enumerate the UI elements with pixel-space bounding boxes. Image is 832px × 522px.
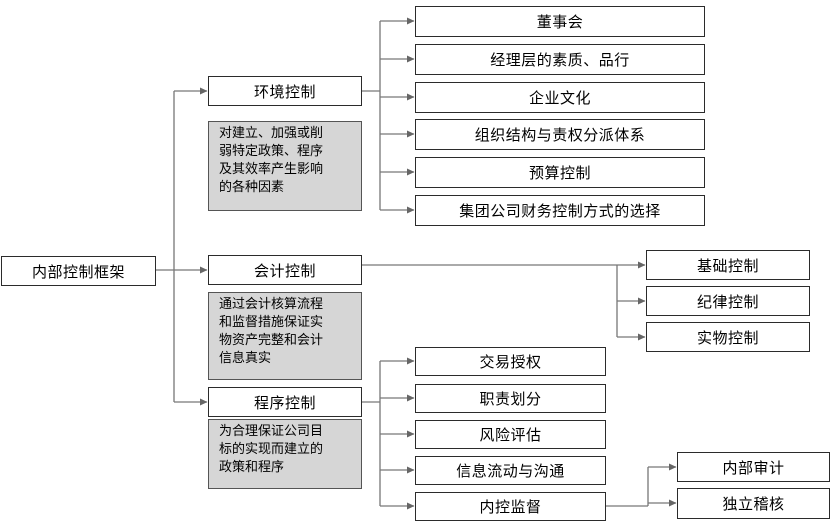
- note-line: 对建立、加强或削: [219, 126, 324, 141]
- env-child-org-structure: 组织结构与责权分派体系: [415, 119, 705, 150]
- note-line: 物资产完整和会计: [219, 333, 324, 348]
- note-line: 政策和程序: [219, 460, 285, 475]
- acc-child-basic-control: 基础控制: [646, 250, 810, 280]
- env-child-management-quality: 经理层的素质、品行: [415, 44, 705, 75]
- environment-control-note: 对建立、加强或削 弱特定政策、程序 及其效率产生影响 的各种因素: [208, 121, 362, 211]
- note-line: 及其效率产生影响: [219, 162, 324, 177]
- acc-child-physical-control: 实物控制: [646, 322, 810, 352]
- proc-child-risk-assessment: 风险评估: [415, 420, 606, 449]
- note-line: 标的实现而建立的: [219, 442, 324, 457]
- proc-child-segregation-of-duties: 职责划分: [415, 384, 606, 413]
- environment-control-node: 环境控制: [208, 76, 362, 106]
- env-child-group-finance-mode: 集团公司财务控制方式的选择: [415, 195, 705, 226]
- note-line: 为合理保证公司目: [219, 424, 324, 439]
- note-line: 的各种因素: [219, 180, 285, 195]
- monitor-child-internal-audit: 内部审计: [677, 452, 830, 482]
- note-line: 弱特定政策、程序: [219, 144, 324, 159]
- proc-child-information-communication: 信息流动与沟通: [415, 456, 606, 485]
- procedure-control-note: 为合理保证公司目 标的实现而建立的 政策和程序: [208, 419, 362, 489]
- note-line: 和监督措施保证实: [219, 315, 324, 330]
- proc-child-internal-monitoring: 内控监督: [415, 492, 606, 521]
- acc-child-discipline-control: 纪律控制: [646, 286, 810, 316]
- env-child-corporate-culture: 企业文化: [415, 82, 705, 113]
- monitor-child-independent-review: 独立稽核: [677, 488, 830, 519]
- proc-child-transaction-authorization: 交易授权: [415, 347, 606, 376]
- note-line: 通过会计核算流程: [219, 297, 324, 312]
- accounting-control-node: 会计控制: [208, 255, 362, 285]
- procedure-control-node: 程序控制: [208, 387, 362, 417]
- note-line: 信息真实: [219, 351, 272, 366]
- env-child-budget-control: 预算控制: [415, 157, 705, 188]
- env-child-board: 董事会: [415, 6, 705, 37]
- root-node: 内部控制框架: [1, 256, 156, 286]
- accounting-control-note: 通过会计核算流程 和监督措施保证实 物资产完整和会计 信息真实: [208, 292, 362, 380]
